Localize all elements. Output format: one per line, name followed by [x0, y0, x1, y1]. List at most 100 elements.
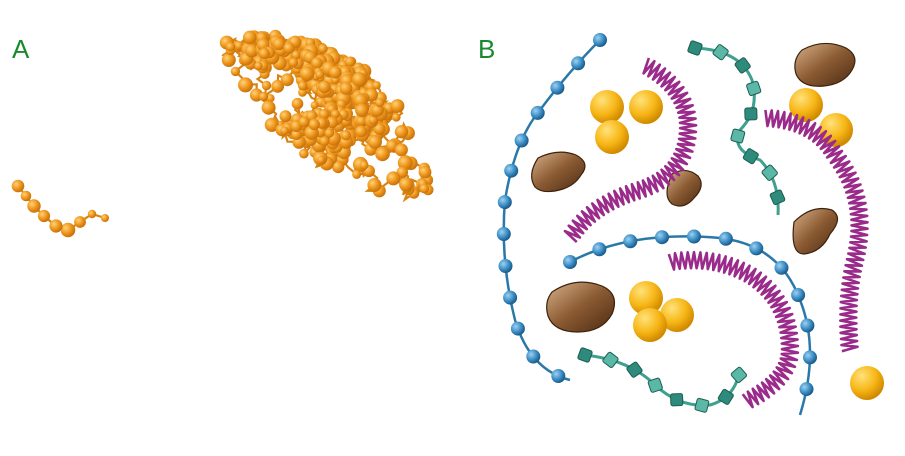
orange-bead — [221, 53, 236, 67]
green-cube-icon — [761, 164, 778, 181]
orange-bead — [291, 50, 301, 60]
panel-b: B — [460, 0, 905, 456]
orange-bead — [261, 100, 276, 115]
orange-bead — [243, 30, 257, 45]
orange-bead — [317, 155, 326, 164]
green-cube-icon — [626, 361, 643, 378]
brown-blob-icon — [546, 281, 615, 333]
green-cube-icon — [717, 388, 734, 405]
blue-bead-icon — [800, 318, 815, 333]
blue-bead-icon — [718, 231, 733, 246]
purple-spring-group — [563, 57, 869, 409]
orange-bead — [101, 214, 109, 222]
orange-bead — [367, 178, 382, 192]
orange-bead — [234, 41, 244, 51]
orange-bead — [27, 199, 41, 213]
orange-bead — [258, 91, 269, 102]
orange-bead — [353, 93, 368, 108]
blue-bead-icon — [623, 234, 638, 249]
green-cube-icon — [734, 57, 751, 74]
gold-sphere-cluster-1 — [590, 90, 663, 154]
orange-bead — [20, 190, 32, 202]
orange-bead — [60, 222, 76, 238]
orange-bead — [298, 116, 310, 128]
blue-bead-icon — [503, 290, 518, 305]
blue-bead-icon — [496, 227, 511, 241]
brown-blob-icon — [531, 151, 586, 193]
orange-bead — [352, 169, 362, 179]
green-cube-icon — [746, 80, 762, 96]
orange-bead — [37, 209, 51, 223]
panel-a: A — [11, 29, 434, 238]
orange-bead — [330, 109, 340, 119]
gold-sphere-cluster-3 — [629, 281, 694, 342]
blue-bead-icon — [593, 33, 607, 47]
orange-bead — [319, 136, 330, 147]
blue-bead-icon — [774, 260, 789, 275]
blue-bead-icon — [803, 350, 817, 365]
blue-bead-icon — [497, 195, 512, 210]
orange-bead — [352, 72, 367, 87]
brown-blob-icon — [794, 42, 856, 87]
gold-sphere-icon — [633, 308, 667, 342]
blue-bead-icon — [498, 259, 513, 273]
green-cube-icon — [647, 377, 663, 393]
blue-bead-icon — [550, 80, 565, 95]
orange-bead — [390, 99, 405, 113]
orange-bead — [345, 56, 356, 67]
green-cube-icon — [694, 397, 710, 413]
orange-bead — [332, 160, 345, 174]
orange-bead — [280, 126, 289, 135]
orange-bead — [372, 81, 381, 90]
orange-bead — [375, 146, 390, 162]
blue-bead-icon — [510, 321, 525, 336]
orange-bead — [74, 216, 86, 228]
gold-sphere-icon — [789, 88, 823, 122]
orange-bead — [87, 209, 97, 219]
orange-bead — [299, 66, 315, 81]
blue-bead-icon — [749, 241, 764, 256]
orange-bead — [394, 125, 409, 139]
gold-sphere-icon — [660, 298, 694, 332]
orange-bead — [238, 77, 253, 93]
purple-spring-icon — [563, 57, 698, 244]
purple-spring-icon — [667, 250, 800, 409]
green-cube-icon — [730, 366, 748, 384]
orange-bead — [392, 113, 401, 122]
orange-bead — [288, 57, 299, 68]
orange-bead — [283, 42, 295, 54]
blue-bead-icon — [526, 349, 541, 364]
blue-bead-icon — [530, 105, 545, 120]
orange-bead — [272, 37, 286, 51]
orange-bead — [280, 73, 294, 87]
blue-bead-icon — [514, 133, 529, 148]
gold-sphere-icon — [850, 366, 884, 400]
orange-bead — [254, 61, 263, 71]
orange-bead — [230, 66, 241, 77]
orange-bead — [271, 79, 285, 93]
green-cube-icon — [744, 107, 758, 121]
orange-bead — [339, 82, 353, 95]
gold-sphere-icon — [629, 90, 663, 124]
orange-bead — [245, 44, 259, 58]
orange-bead — [315, 70, 325, 79]
orange-bead — [299, 148, 309, 159]
orange-bead — [279, 110, 292, 123]
orange-bead — [298, 88, 307, 97]
orange-bead — [375, 98, 385, 108]
orange-bead — [355, 125, 368, 138]
orange-bead — [311, 57, 323, 69]
orange-bead — [368, 115, 378, 125]
orange-bead — [225, 42, 236, 52]
blue-bead-chain-group — [496, 33, 817, 416]
green-cube-icon — [730, 128, 746, 144]
green-cube-icon — [742, 148, 759, 165]
orange-bead — [386, 171, 401, 186]
orange-bead — [291, 97, 304, 110]
purple-spring-icon — [764, 109, 869, 353]
gold-sphere-icon — [595, 120, 629, 154]
blue-bead-icon — [551, 369, 566, 383]
orange-bead — [310, 101, 319, 110]
orange-bead — [368, 134, 382, 149]
orange-bead — [419, 183, 430, 194]
